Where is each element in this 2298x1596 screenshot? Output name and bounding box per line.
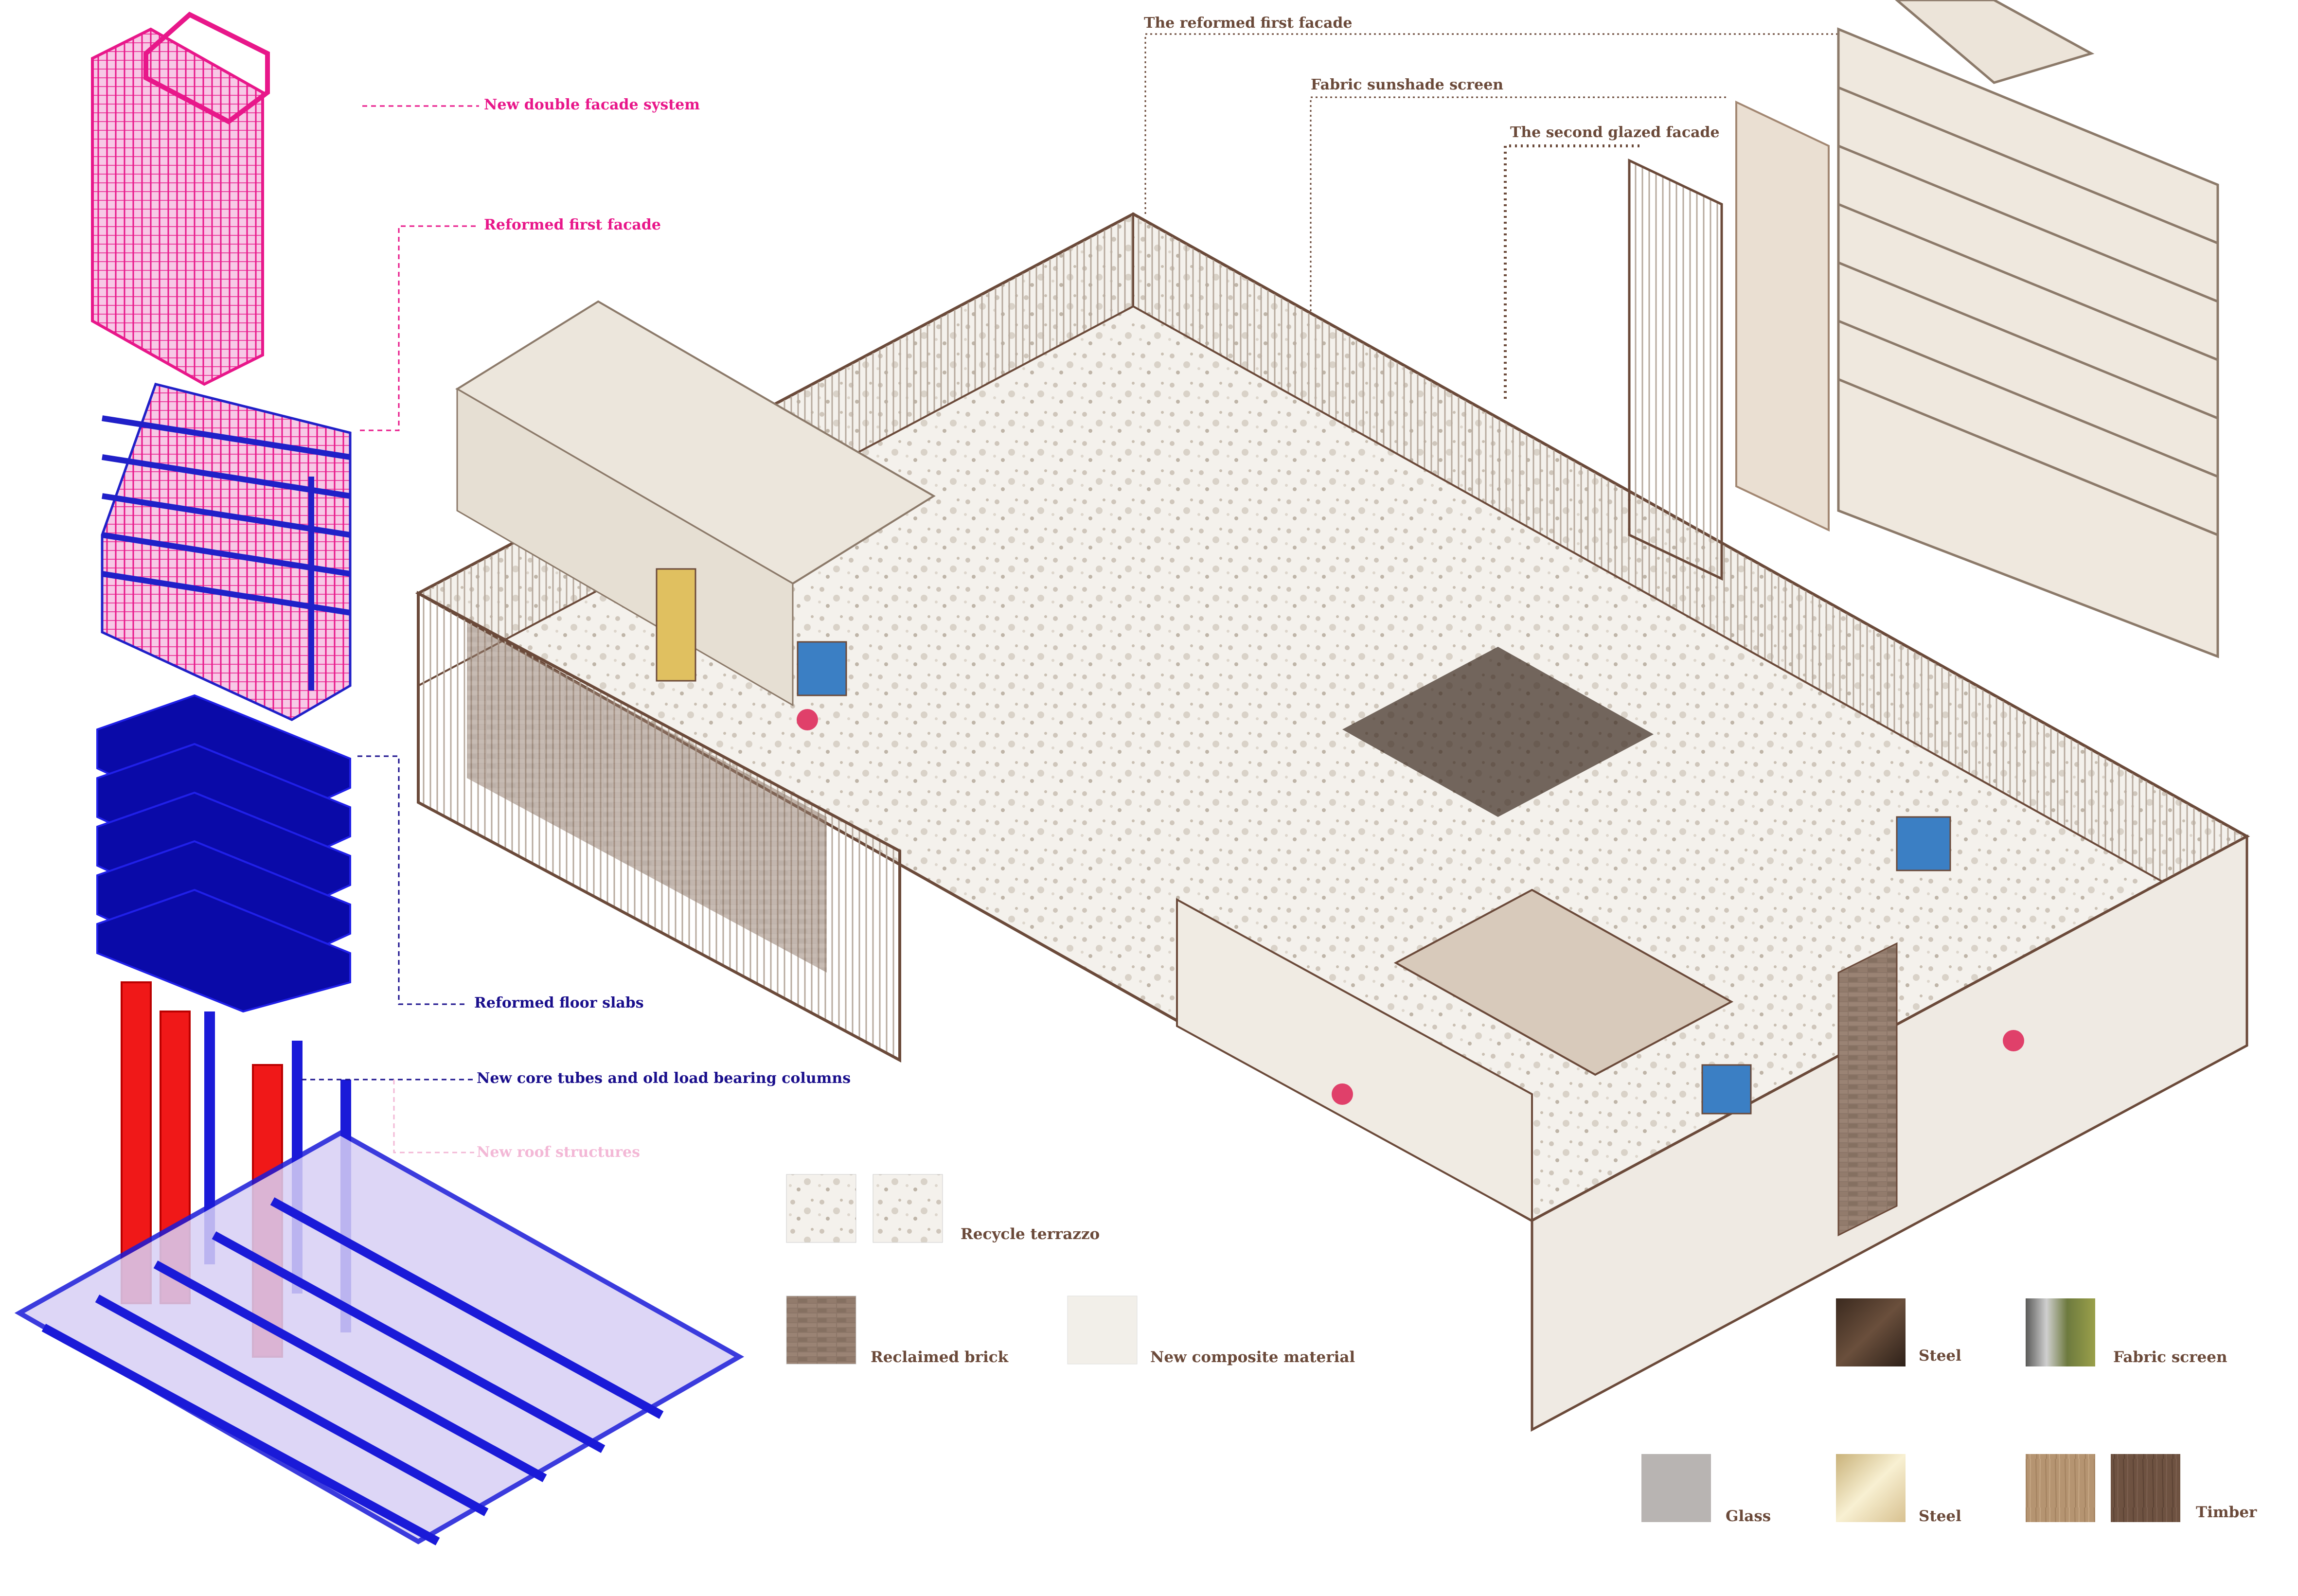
label-reformed-first: The reformed first facade [1144, 15, 1353, 32]
fabric-screen-swatch [2026, 1298, 2095, 1366]
label-core-columns: New core tubes and old load bearing colu… [477, 1070, 851, 1087]
label-new-composite: New composite material [1150, 1348, 1355, 1366]
timber-light-swatch [2026, 1454, 2095, 1522]
label-glass: Glass [1726, 1507, 1771, 1525]
leader-lines [302, 33, 1846, 1153]
label-double-facade: New double facade system [484, 96, 700, 113]
structure-model [14, 981, 745, 1545]
floor-plan-axonometric [415, 212, 2250, 1432]
label-roof-structures: New roof structures [477, 1144, 641, 1161]
label-fabric-screen-material: Fabric screen [2113, 1348, 2227, 1366]
label-timber: Timber [2196, 1504, 2257, 1521]
timber-dark-swatch [2111, 1454, 2180, 1522]
label-steel-brass: Steel [1919, 1507, 1961, 1525]
label-recycle-terrazzo: Recycle terrazzo [961, 1225, 1100, 1243]
terrazzo-swatch-1 [786, 1174, 856, 1243]
label-floor-slabs: Reformed floor slabs [474, 994, 644, 1011]
glass-swatch [1641, 1454, 1711, 1522]
label-steel-dark: Steel [1919, 1347, 1961, 1365]
composite-swatch [1067, 1295, 1138, 1365]
facade-system-model [91, 12, 352, 721]
material-swatches [786, 1174, 2180, 1522]
label-second-glazed: The second glazed facade [1510, 124, 1720, 141]
terrazzo-swatch-2 [873, 1174, 943, 1243]
label-reclaimed-brick: Reclaimed brick [871, 1348, 1009, 1366]
floor-slabs-model [96, 694, 351, 1013]
steel-brass-swatch [1836, 1454, 1906, 1522]
label-fabric-screen: Fabric sunshade screen [1311, 76, 1504, 93]
steel-dark-swatch [1836, 1298, 1906, 1366]
label-reformed-first-facade: Reformed first facade [484, 216, 661, 233]
brick-swatch [786, 1295, 856, 1365]
facade-layers-diagram [1628, 0, 2219, 658]
